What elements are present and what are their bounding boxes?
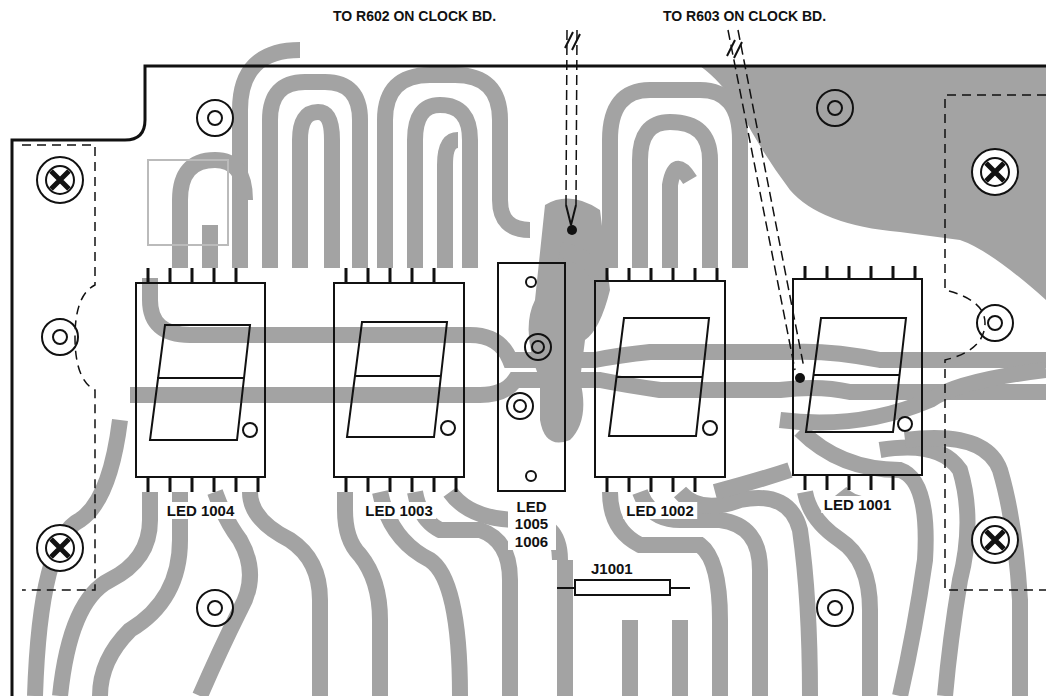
part-label: LED 1005 1006: [508, 498, 556, 550]
part-label: J1001: [588, 560, 636, 578]
bracket-outline: [22, 95, 1046, 590]
wire-note: TO R603 ON CLOCK BD.: [660, 8, 829, 25]
screw-symbol: [37, 149, 1018, 571]
board-outline: [12, 66, 1046, 696]
led-display: LED 1003: [333, 282, 465, 478]
led-display: LED 1004: [135, 282, 266, 478]
wire-lead: [566, 30, 804, 370]
part-label: LED 1003: [362, 502, 436, 519]
copper-traces: [35, 50, 1046, 696]
led-pins: [148, 266, 915, 492]
led-display: LED 1005 1006: [497, 262, 566, 492]
solder-point: [567, 225, 805, 383]
part-label: LED 1004: [164, 502, 238, 519]
stamp-box: [148, 160, 228, 245]
mounting-hole: [42, 90, 1013, 626]
part-label: LED 1001: [821, 496, 895, 513]
led-display: LED 1002: [594, 280, 726, 478]
jumper-symbol: [557, 580, 690, 595]
wire-note: TO R602 ON CLOCK BD.: [330, 8, 499, 25]
led-display: LED 1001: [792, 278, 923, 476]
wire-break: [565, 32, 742, 225]
part-label: LED 1002: [623, 502, 697, 519]
